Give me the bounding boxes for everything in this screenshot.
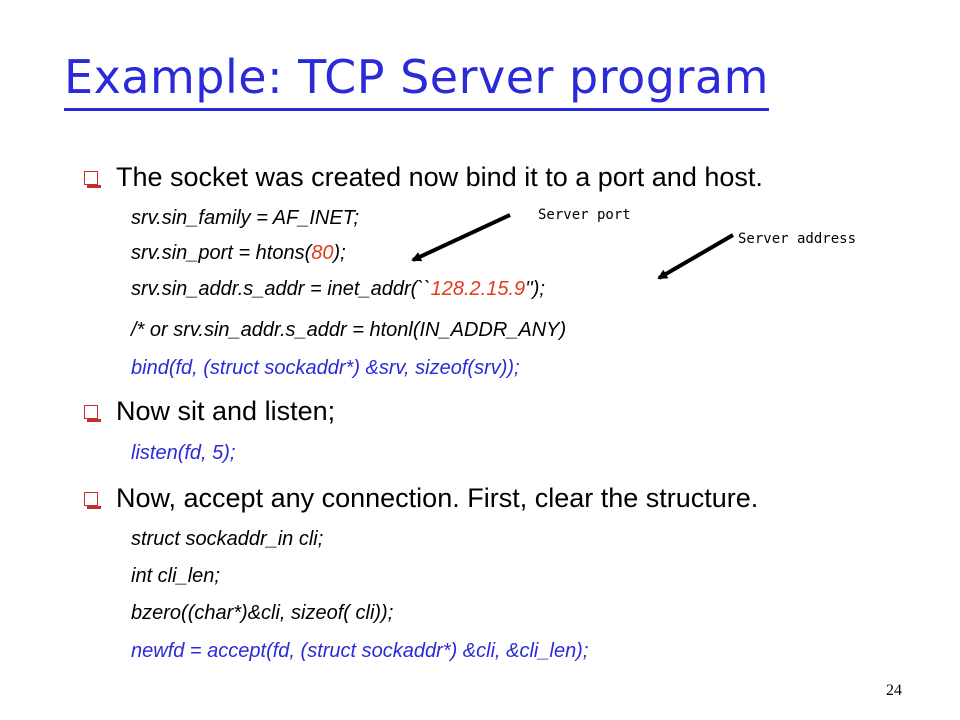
bullet-listen: Now sit and listen; (84, 395, 335, 427)
port-literal: 80 (311, 242, 334, 264)
bullet-accept: Now, accept any connection. First, clear… (84, 482, 758, 514)
code-line-sin-port: srv.sin_port = htons(80); (131, 240, 346, 266)
square-bullet-icon (84, 492, 101, 509)
code-line-bzero: bzero((char*)&cli, sizeof( cli)); (131, 602, 394, 624)
bullet-text: The socket was created now bind it to a … (116, 162, 763, 192)
server-address-label: Server address (738, 231, 857, 247)
code-line-comment: /* or srv.sin_addr.s_addr = htonl(IN_ADD… (131, 319, 567, 341)
code-text: ); (333, 242, 346, 264)
square-bullet-icon (84, 171, 101, 188)
code-line-listen: listen(fd, 5); (131, 442, 236, 464)
server-port-arrow (411, 213, 511, 262)
bullet-text: Now, accept any connection. First, clear… (116, 483, 759, 513)
server-address-arrow (657, 233, 735, 280)
square-bullet-icon (84, 405, 101, 422)
code-line-accept: newfd = accept(fd, (struct sockaddr*) &c… (131, 640, 589, 662)
bullet-bind: The socket was created now bind it to a … (84, 161, 763, 193)
address-literal: 128.2.15.9 (430, 278, 526, 300)
code-line-sin-addr: srv.sin_addr.s_addr = inet_addr(``128.2.… (131, 276, 545, 302)
code-line-bind: bind(fd, (struct sockaddr*) &srv, sizeof… (131, 357, 520, 379)
bullet-text: Now sit and listen; (116, 396, 336, 426)
code-text: srv.sin_addr.s_addr = inet_addr(`` (131, 278, 431, 300)
code-text: srv.sin_port = htons( (131, 242, 312, 264)
server-port-label: Server port (538, 207, 631, 223)
code-line-sin-family: srv.sin_family = AF_INET; (131, 207, 360, 229)
code-line-struct-cli: struct sockaddr_in cli; (131, 528, 324, 550)
slide-title: Example: TCP Server program (64, 46, 769, 111)
code-text: ''); (525, 278, 545, 300)
code-line-cli-len: int cli_len; (131, 565, 220, 587)
page-number: 24 (886, 682, 902, 699)
